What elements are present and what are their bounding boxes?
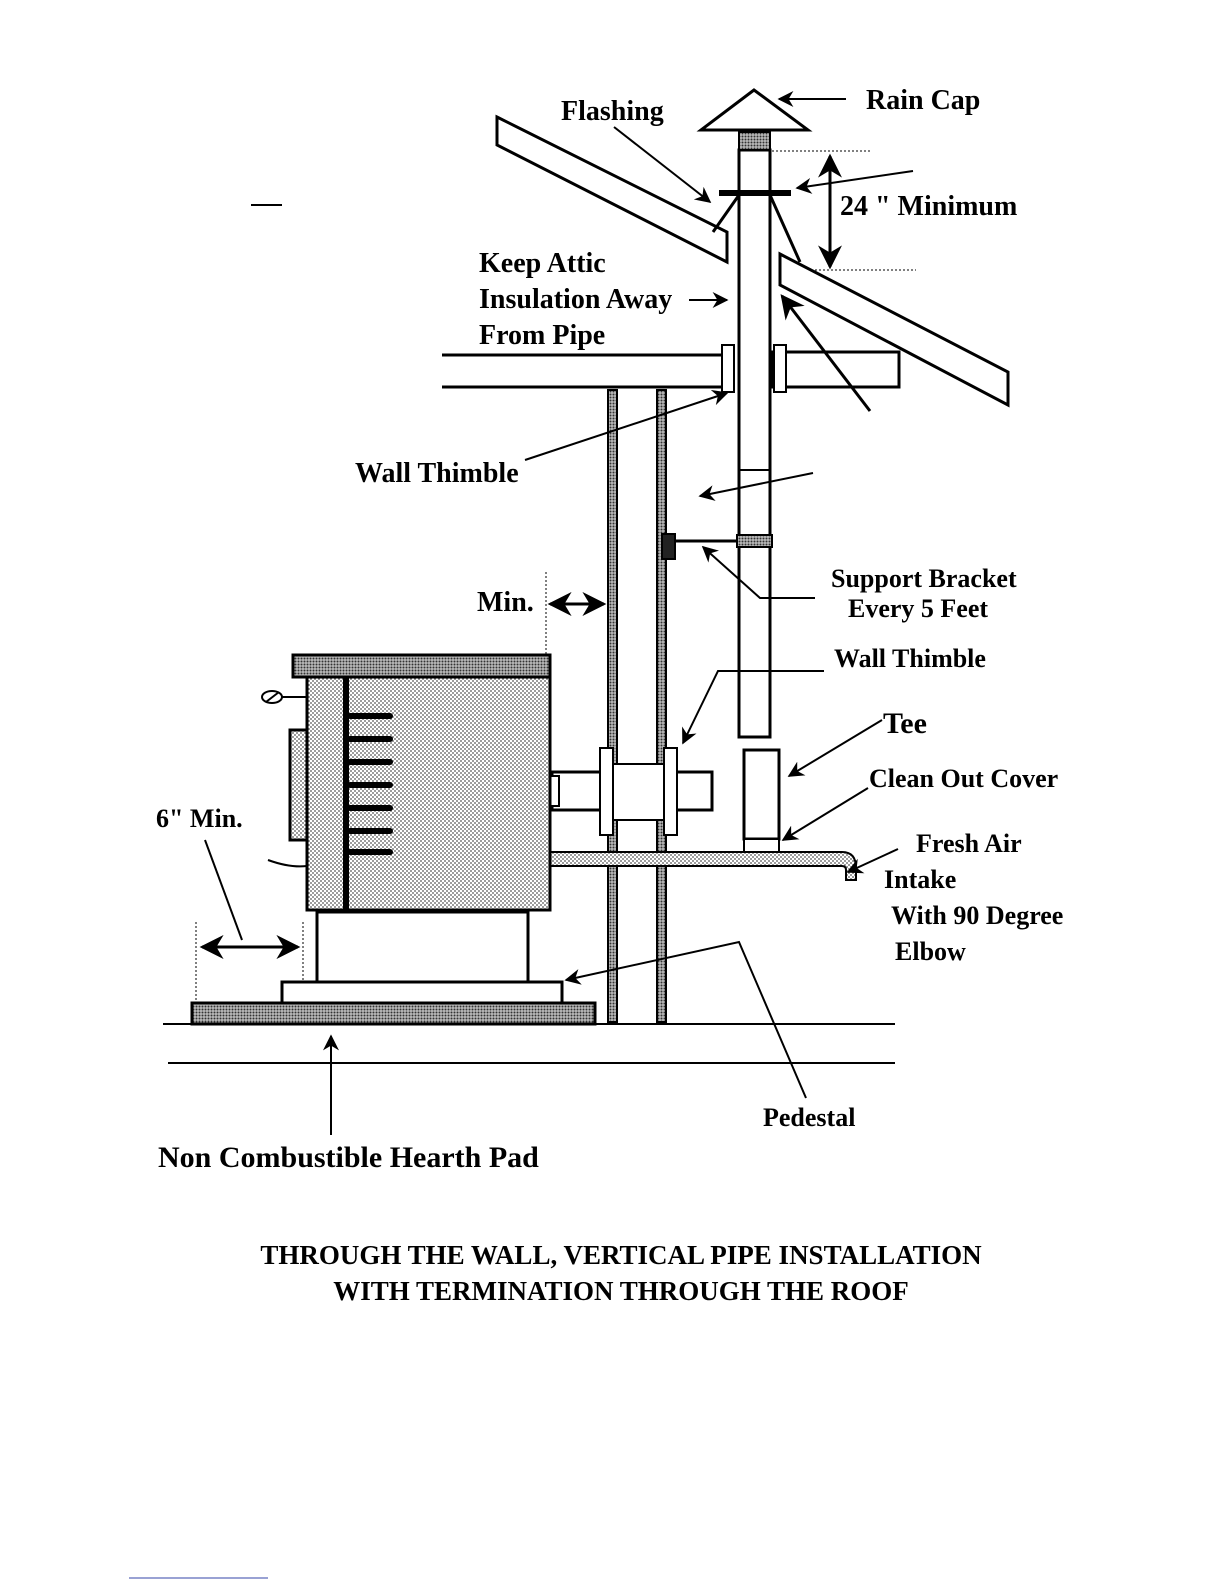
pedestal-leader xyxy=(564,940,807,1099)
flashing-label: Flashing xyxy=(561,96,664,127)
wall-thimble-sleeve xyxy=(612,763,665,821)
pedestal-base xyxy=(280,980,564,1005)
clean-out-cover-label: Clean Out Cover xyxy=(869,764,1058,793)
hearth-pad-label: Non Combustible Hearth Pad xyxy=(158,1141,539,1174)
roof-left-panel xyxy=(495,114,729,265)
wall-thimble-lower-label: Wall Thimble xyxy=(834,644,986,673)
tee xyxy=(742,748,781,853)
stove-cord xyxy=(267,859,308,868)
minimum-leader xyxy=(795,170,914,194)
tee-leader xyxy=(787,719,883,777)
hearth-pad xyxy=(190,1001,597,1026)
pedestal-label: Pedestal xyxy=(763,1103,855,1132)
keep-attic-label-line3: From Pipe xyxy=(479,320,605,351)
wall-thimble-left xyxy=(599,747,614,836)
pipe-top-band xyxy=(738,131,771,151)
fresh-air-leader xyxy=(846,848,899,874)
pipe-pointer-leader xyxy=(698,472,814,501)
roof xyxy=(495,114,1010,408)
caption-line1: THROUGH THE WALL, VERTICAL PIPE INSTALLA… xyxy=(260,1240,982,1270)
minimum-24-label: 24 " Minimum xyxy=(840,191,1017,222)
stove-side-panel xyxy=(288,728,309,842)
fresh-air-label-line3: With 90 Degree xyxy=(891,901,1063,930)
wall-thimble-upper-leader xyxy=(524,389,729,461)
support-bracket-leader xyxy=(701,545,815,599)
flashing-cone-right xyxy=(768,194,802,263)
fresh-air-label-line4: Elbow xyxy=(895,937,966,966)
vertical-pipe xyxy=(736,131,773,739)
stove-top xyxy=(291,653,552,679)
stove-louvers xyxy=(347,713,393,855)
caption-line2: WITH TERMINATION THROUGH THE ROOF xyxy=(333,1276,909,1306)
ceiling-thimble-right xyxy=(773,344,787,393)
wall xyxy=(607,389,667,1023)
flashing-cone-left xyxy=(711,194,741,233)
stove xyxy=(261,653,552,912)
support-bracket xyxy=(661,533,676,560)
keep-attic-label-line1: Keep Attic xyxy=(479,248,606,279)
support-bracket-label-line1: Support Bracket xyxy=(831,564,1017,593)
clean-out-cover xyxy=(743,838,780,853)
roof-right-panel xyxy=(778,251,1010,408)
fresh-air-label-line2: Intake xyxy=(884,865,956,894)
support-bracket-band xyxy=(736,534,773,548)
keep-attic-label-line2: Insulation Away xyxy=(479,284,672,315)
ceiling-beam xyxy=(770,350,901,389)
min-label: Min. xyxy=(477,587,534,618)
unlabeled-pipe-leader xyxy=(780,294,872,412)
flashing-leader xyxy=(613,126,712,203)
wall-thimble-lower-leader xyxy=(682,670,824,745)
wall-thimble-upper-label: Wall Thimble xyxy=(355,458,519,489)
wall-thimble-right xyxy=(663,747,678,836)
ceiling-thimble-left xyxy=(721,344,735,393)
tee-label: Tee xyxy=(883,707,927,740)
support-bracket-label-line2: Every 5 Feet xyxy=(848,594,988,623)
rain-cap xyxy=(696,88,813,132)
six-min-label: 6" Min. xyxy=(156,804,243,833)
clean-out-leader xyxy=(781,787,869,841)
ceiling xyxy=(442,350,901,389)
fresh-air-intake xyxy=(549,851,857,881)
rain-cap-label: Rain Cap xyxy=(866,85,980,116)
six-min-leader xyxy=(204,839,243,941)
pedestal xyxy=(315,910,530,984)
fresh-air-label-line1: Fresh Air xyxy=(916,829,1022,858)
